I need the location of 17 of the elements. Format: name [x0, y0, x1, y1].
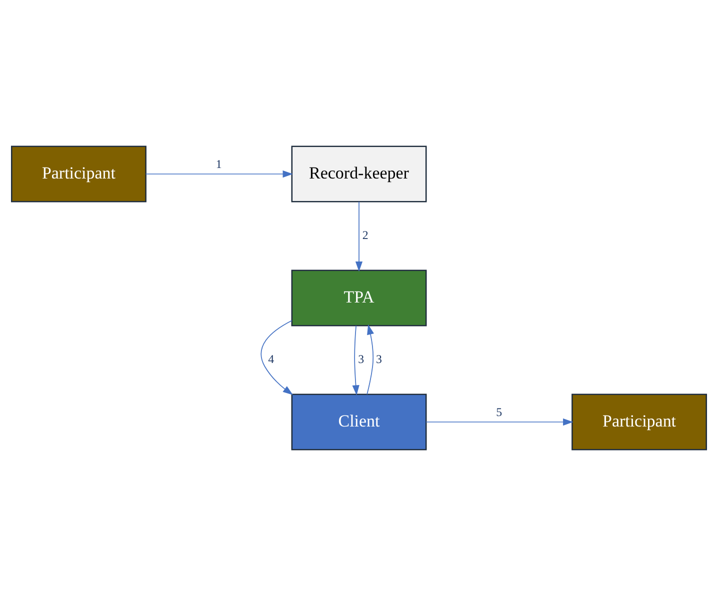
- edge-label: 4: [268, 352, 274, 366]
- node-box: Participant: [11, 146, 146, 202]
- edge-label: 5: [496, 405, 502, 420]
- arrow: [352, 325, 360, 396]
- edge-label: 3: [358, 352, 364, 366]
- arrow: [426, 418, 574, 426]
- arrow: [366, 324, 374, 395]
- arrow: [260, 320, 294, 396]
- node-box: TPA: [291, 270, 427, 326]
- edge-label: 3: [376, 352, 382, 366]
- edge-label: 1: [216, 157, 222, 172]
- node-box: Record-keeper: [291, 146, 427, 202]
- node-box: Client: [291, 394, 427, 450]
- edge-label: 2: [362, 228, 368, 242]
- arrow: [355, 201, 363, 272]
- node-box: Participant: [572, 394, 707, 450]
- arrow: [145, 170, 293, 178]
